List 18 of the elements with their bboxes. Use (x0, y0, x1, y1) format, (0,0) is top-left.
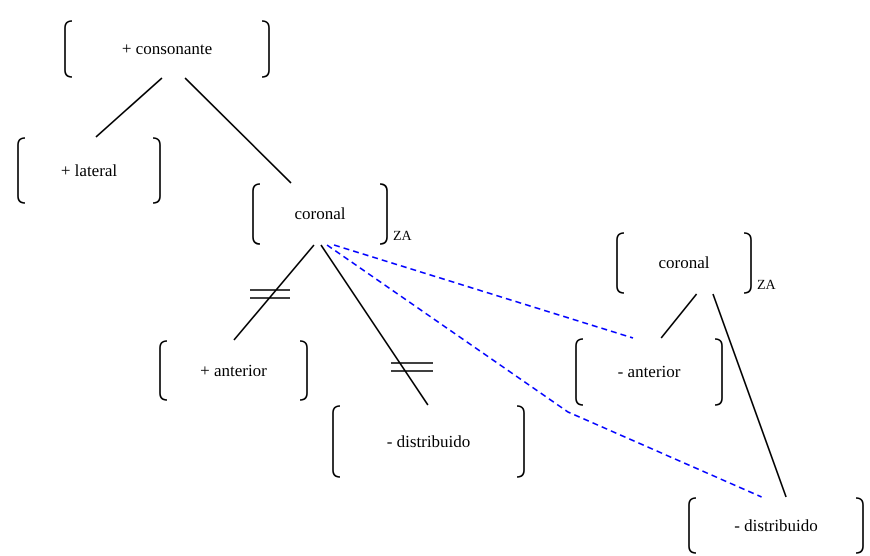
line (320, 244, 429, 406)
line (95, 77, 162, 138)
feature-label: - distribuido (386, 432, 470, 452)
line (660, 294, 698, 338)
line (233, 244, 315, 341)
line (184, 77, 292, 184)
line (712, 294, 787, 498)
feature-label: - distribuido (734, 516, 818, 536)
feature-label: + lateral (60, 160, 118, 180)
subscript-label: ZA (393, 229, 412, 245)
subscript-label: ZA (757, 278, 776, 294)
feature-label: coronal (658, 253, 710, 273)
dashed-line (334, 244, 634, 339)
feature-label: - anterior (618, 362, 680, 382)
feature-label: + anterior (200, 360, 267, 380)
dashed-line (326, 244, 762, 498)
feature-label: coronal (294, 204, 346, 224)
feature-label: + consonante (122, 39, 212, 59)
